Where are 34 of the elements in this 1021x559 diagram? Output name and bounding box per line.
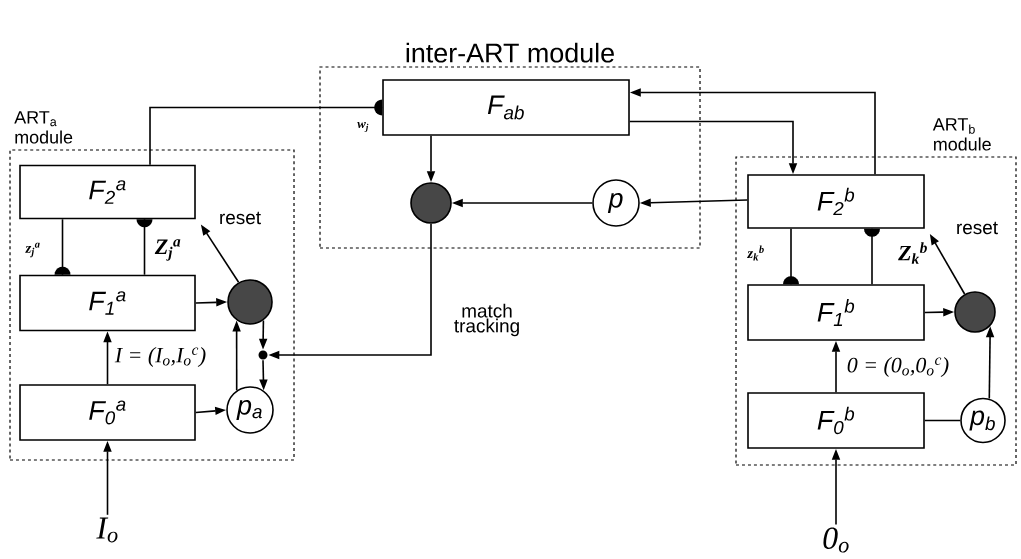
edge-label: w$_{j}$ bbox=[357, 122, 369, 132]
shaded-circle bbox=[227, 279, 273, 325]
edge-label: Z$_{j}$a bbox=[154, 239, 181, 261]
edge-label: match tracking bbox=[454, 303, 519, 337]
layer-box: F$_{2}$b bbox=[747, 174, 925, 229]
input-symbol: 0$_{o}$ bbox=[823, 527, 849, 553]
connector-line bbox=[136, 218, 153, 276]
dashed-module-frame bbox=[319, 66, 701, 249]
edge-label: z$_{j}$a bbox=[25, 242, 40, 258]
title: inter-ART module bbox=[406, 42, 614, 63]
connector-line bbox=[924, 419, 961, 422]
shaded-circle bbox=[954, 291, 996, 333]
module-heading: ART$_{b}$ module bbox=[932, 118, 991, 151]
connector-line bbox=[864, 228, 880, 285]
edge-label: Z$_{k}$b bbox=[898, 242, 927, 264]
edge-label: reset bbox=[957, 221, 998, 235]
layer-box: F$_{0}$a bbox=[19, 384, 196, 441]
layer-box: F$_{2}$a bbox=[19, 164, 196, 220]
dashed-module-frame bbox=[735, 118, 1017, 466]
input-symbol: I$_{o}$ bbox=[96, 517, 118, 543]
edge-label: 0 = (0$_{o}$,0$_{o}$$^{c}$) bbox=[847, 357, 949, 377]
connector-line bbox=[783, 228, 799, 285]
dashed-module-frame bbox=[9, 111, 295, 461]
shaded-circle bbox=[410, 182, 452, 224]
layer-box: F$_{ab}$ bbox=[382, 79, 630, 136]
layer-box: F$_{0}$b bbox=[747, 392, 925, 449]
layer-box: F$_{1}$b bbox=[747, 284, 925, 341]
layer-box: F$_{1}$a bbox=[19, 274, 196, 332]
module-heading: ART$_{a}$ module bbox=[14, 111, 73, 144]
edge-label: I = (I$_{o}$,I$_{o}$$^{c}$) bbox=[114, 347, 206, 367]
edge-label: z$_{k}$b bbox=[746, 245, 764, 261]
edge-label: reset bbox=[220, 211, 261, 225]
connector-line bbox=[149, 99, 383, 166]
connector-line bbox=[54, 218, 71, 276]
